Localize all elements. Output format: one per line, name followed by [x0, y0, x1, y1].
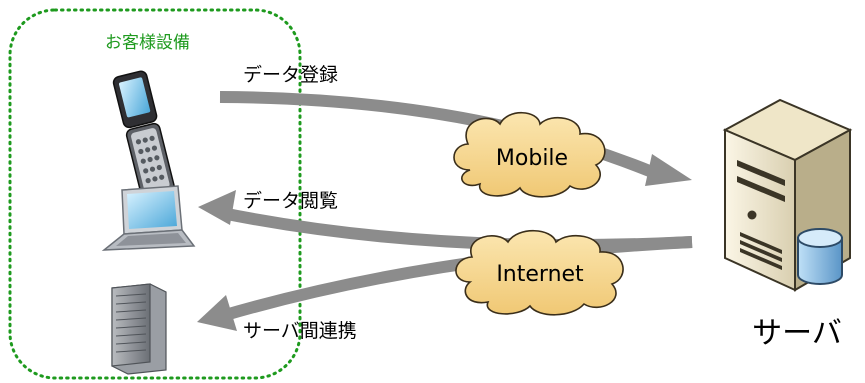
customer-area-border: [8, 8, 302, 380]
data-view-label: データ閲覧: [243, 190, 338, 212]
customer-area-label: お客様設備: [105, 33, 190, 53]
server-link-arrow: [220, 236, 693, 322]
server-link-arrowhead: [197, 295, 237, 331]
internet-cloud: Internet: [455, 230, 624, 316]
arrow-heads: [197, 154, 692, 331]
data-register-label: データ登録: [243, 64, 338, 86]
data-view-arrowhead: [198, 190, 236, 225]
mobile-cloud: Mobile: [453, 111, 606, 198]
laptop-icon: [101, 185, 196, 251]
server-with-database-icon: [722, 98, 853, 292]
data-view-arrow: [220, 207, 693, 252]
database-icon: [797, 228, 843, 285]
data-register-arrowhead: [645, 154, 692, 186]
mobile-cloud-label: Mobile: [496, 146, 568, 171]
tower-server-icon: [111, 283, 167, 375]
internet-cloud-label: Internet: [496, 262, 584, 287]
server-link-label: サーバ間連携: [243, 320, 357, 342]
mobile-phone-icon: [112, 70, 175, 199]
server-label: サーバ: [752, 316, 842, 351]
